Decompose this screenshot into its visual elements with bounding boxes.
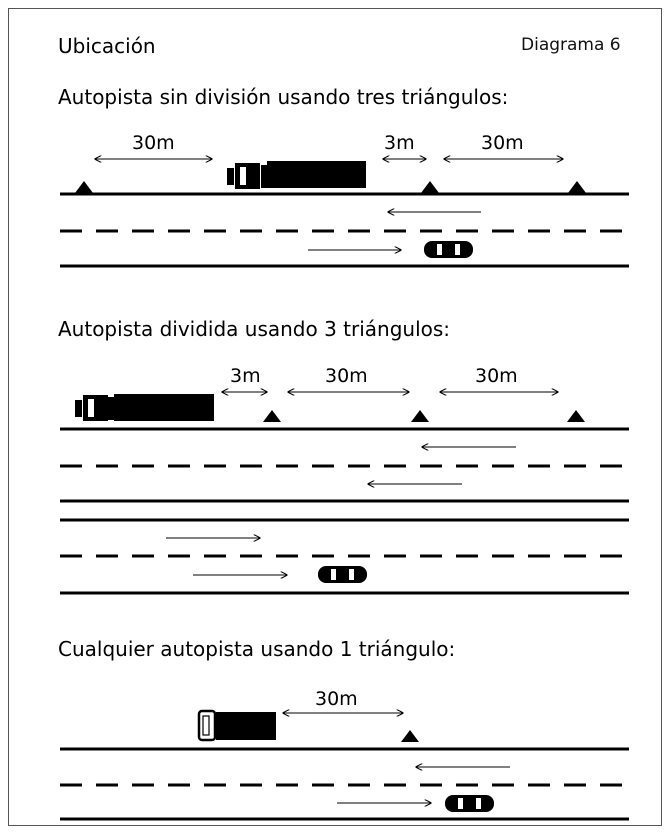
section-1-road [60, 192, 629, 268]
distance-label-s1-close: 3m [384, 132, 415, 154]
car-icon [318, 566, 367, 583]
car-icon [445, 795, 494, 812]
warning-triangle-icon [263, 410, 281, 422]
warning-triangle-icon [421, 181, 439, 193]
section-2-title: Autopista dividida usando 3 triángulos: [58, 317, 451, 341]
warning-triangle-icon [411, 410, 429, 422]
section-2-truck [75, 394, 214, 421]
diagram-number: Diagrama 6 [521, 35, 621, 55]
section-1-title: Autopista sin división usando tres trián… [58, 85, 509, 109]
section-1-truck [227, 161, 366, 189]
distance-label-s3: 30m [315, 688, 358, 710]
distance-label-s1-far: 30m [481, 132, 524, 154]
warning-triangle-icon [568, 181, 586, 193]
distance-label-s2-mid: 30m [325, 365, 368, 387]
warning-triangle-icon [567, 410, 585, 422]
section-3-road [60, 747, 629, 821]
distance-label-s2-far: 30m [475, 365, 518, 387]
car-icon [424, 241, 473, 258]
distance-label-s1-truck-to-triangle: 30m [132, 132, 175, 154]
warning-triangle-icon [401, 730, 419, 742]
distance-label-s2-close: 3m [230, 365, 261, 387]
diagram-frame [8, 8, 662, 826]
section-3-title: Cualquier autopista usando 1 triángulo: [58, 637, 456, 661]
warning-triangle-icon [75, 181, 93, 193]
location-label: Ubicación [58, 34, 156, 58]
section-3-truck [197, 709, 276, 742]
section-2-road [60, 427, 629, 595]
